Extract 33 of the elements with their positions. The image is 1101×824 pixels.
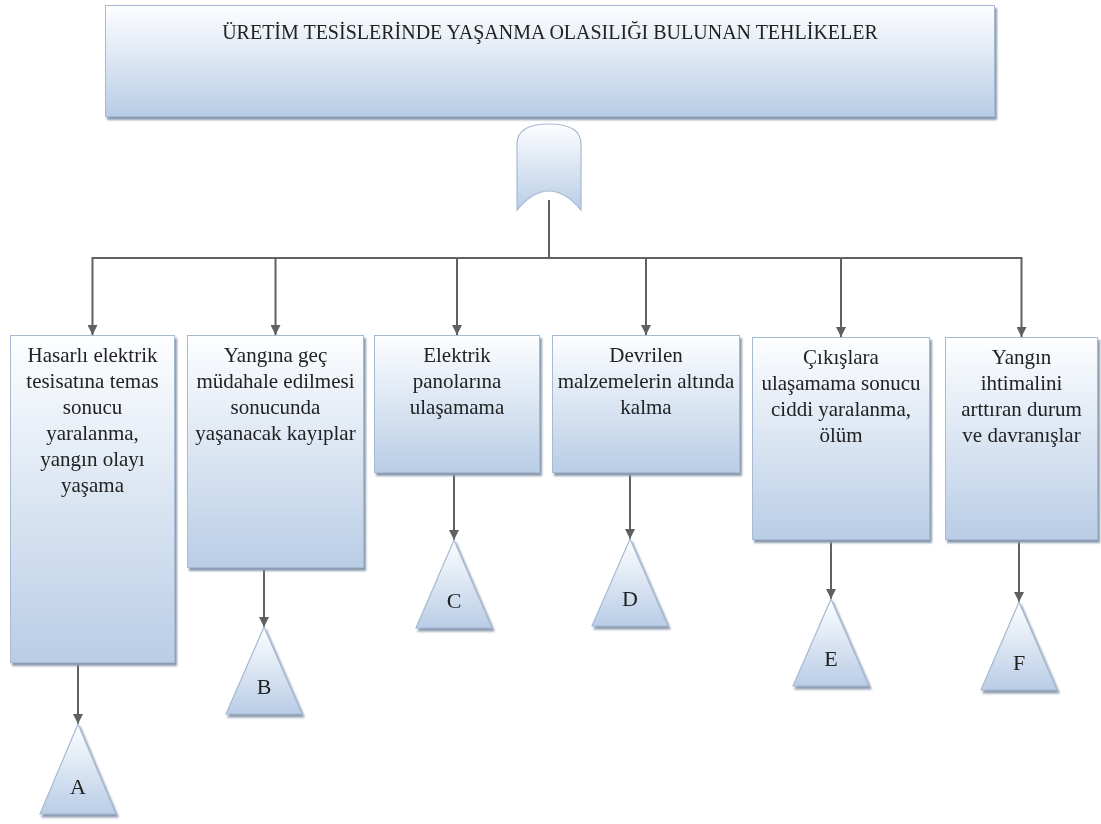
top-event-box bbox=[105, 5, 995, 117]
triangle-letter: B bbox=[255, 674, 273, 700]
hazard-box bbox=[552, 335, 740, 473]
hazard-box bbox=[10, 335, 175, 663]
arrow bbox=[73, 662, 83, 725]
transfer-triangle bbox=[224, 625, 304, 718]
triangle-letter: E bbox=[823, 646, 839, 672]
hazard-box bbox=[187, 335, 364, 568]
hazard-box bbox=[374, 335, 540, 473]
transfer-triangle bbox=[979, 600, 1059, 694]
triangle-letter: C bbox=[445, 588, 463, 614]
hazard-text: Yangın ihtimalini arttıran durum ve davranışlar bbox=[960, 344, 1083, 448]
hazard-box bbox=[752, 337, 930, 540]
hazard-text: Devrilen malzemelerin altında kalma bbox=[556, 342, 736, 420]
hazard-text: Hasarlı elektrik tesisatına temas sonucu yaralanma, yangın olayı yaşama bbox=[25, 342, 160, 498]
transfer-triangle bbox=[590, 537, 670, 630]
arrow bbox=[259, 567, 269, 628]
transfer-triangle bbox=[414, 538, 494, 632]
hazard-text: Çıkışlara ulaşamama sonucu ciddi yaralanma, ölüm bbox=[760, 344, 922, 448]
hazard-text: Yangına geç müdahale edilmesi sonucunda yaşanacak kayıplar bbox=[194, 342, 357, 446]
title-text: ÜRETİM TESİSLERİNDE YAŞANMA OLASILIĞI BULUNAN TEHLİKELER bbox=[221, 20, 879, 46]
triangle-letter: F bbox=[1011, 650, 1027, 676]
hazard-box bbox=[945, 337, 1098, 540]
transfer-triangle bbox=[38, 722, 118, 818]
arrow bbox=[1014, 539, 1024, 603]
triangle-letter: D bbox=[621, 586, 639, 612]
hazard-text: Elektrik panolarına ulaşamama bbox=[408, 342, 506, 420]
transfer-triangle bbox=[791, 597, 871, 690]
arrow bbox=[826, 539, 836, 600]
or-gate-symbol bbox=[515, 122, 583, 212]
arrow bbox=[625, 472, 635, 540]
triangle-letter: A bbox=[69, 774, 87, 800]
arrow bbox=[449, 472, 459, 541]
